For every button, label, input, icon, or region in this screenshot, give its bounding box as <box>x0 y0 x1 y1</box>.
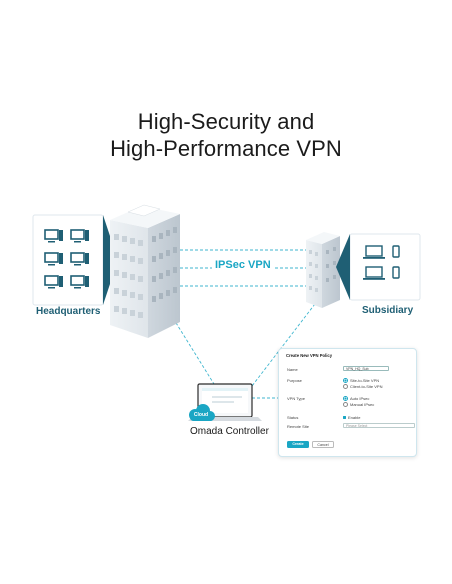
purpose-label: Purpose <box>287 378 302 383</box>
headline-line-2: High-Performance VPN <box>110 136 342 161</box>
headquarters-label: Headquarters <box>36 306 101 317</box>
purpose-client-to-site-radio[interactable]: Client-to-Site VPN <box>343 384 382 390</box>
subsidiary-devices-panel <box>336 233 421 301</box>
vpn-type-label: VPN Type <box>287 396 305 401</box>
cloud-icon <box>189 404 215 421</box>
status-enable-checkbox[interactable]: Enable <box>343 415 360 420</box>
cloud-label: Cloud <box>193 412 209 418</box>
remote-site-label: Remote Site <box>287 424 310 429</box>
subsidiary-building <box>306 232 340 308</box>
create-button[interactable]: Create <box>287 441 309 448</box>
vpn-type-manual-radio[interactable]: Manual IPsec <box>343 402 374 408</box>
status-label: Status <box>287 415 299 420</box>
ipsec-vpn-label: IPSec VPN <box>212 259 274 271</box>
name-input[interactable]: VPN_HQ_Sub <box>343 366 389 371</box>
name-label: Name <box>287 367 298 372</box>
remote-site-select[interactable]: Please Select <box>343 423 415 428</box>
create-vpn-policy-panel: Create New VPN Policy Name VPN_HQ_Sub Pu… <box>278 348 417 457</box>
cancel-button[interactable]: Cancel <box>312 441 334 448</box>
subsidiary-label: Subsidiary <box>362 305 414 316</box>
panel-title: Create New VPN Policy <box>286 353 333 358</box>
headquarters-building <box>110 204 180 338</box>
headquarters-monitors-panel <box>32 214 118 306</box>
omada-controller-label: Omada Controller <box>190 426 269 437</box>
purpose-site-to-site-radio[interactable]: Site-to-Site VPN <box>343 378 379 384</box>
vpn-type-auto-radio[interactable]: Auto IPsec <box>343 396 369 402</box>
headline-line-1: High-Security and <box>137 109 315 134</box>
